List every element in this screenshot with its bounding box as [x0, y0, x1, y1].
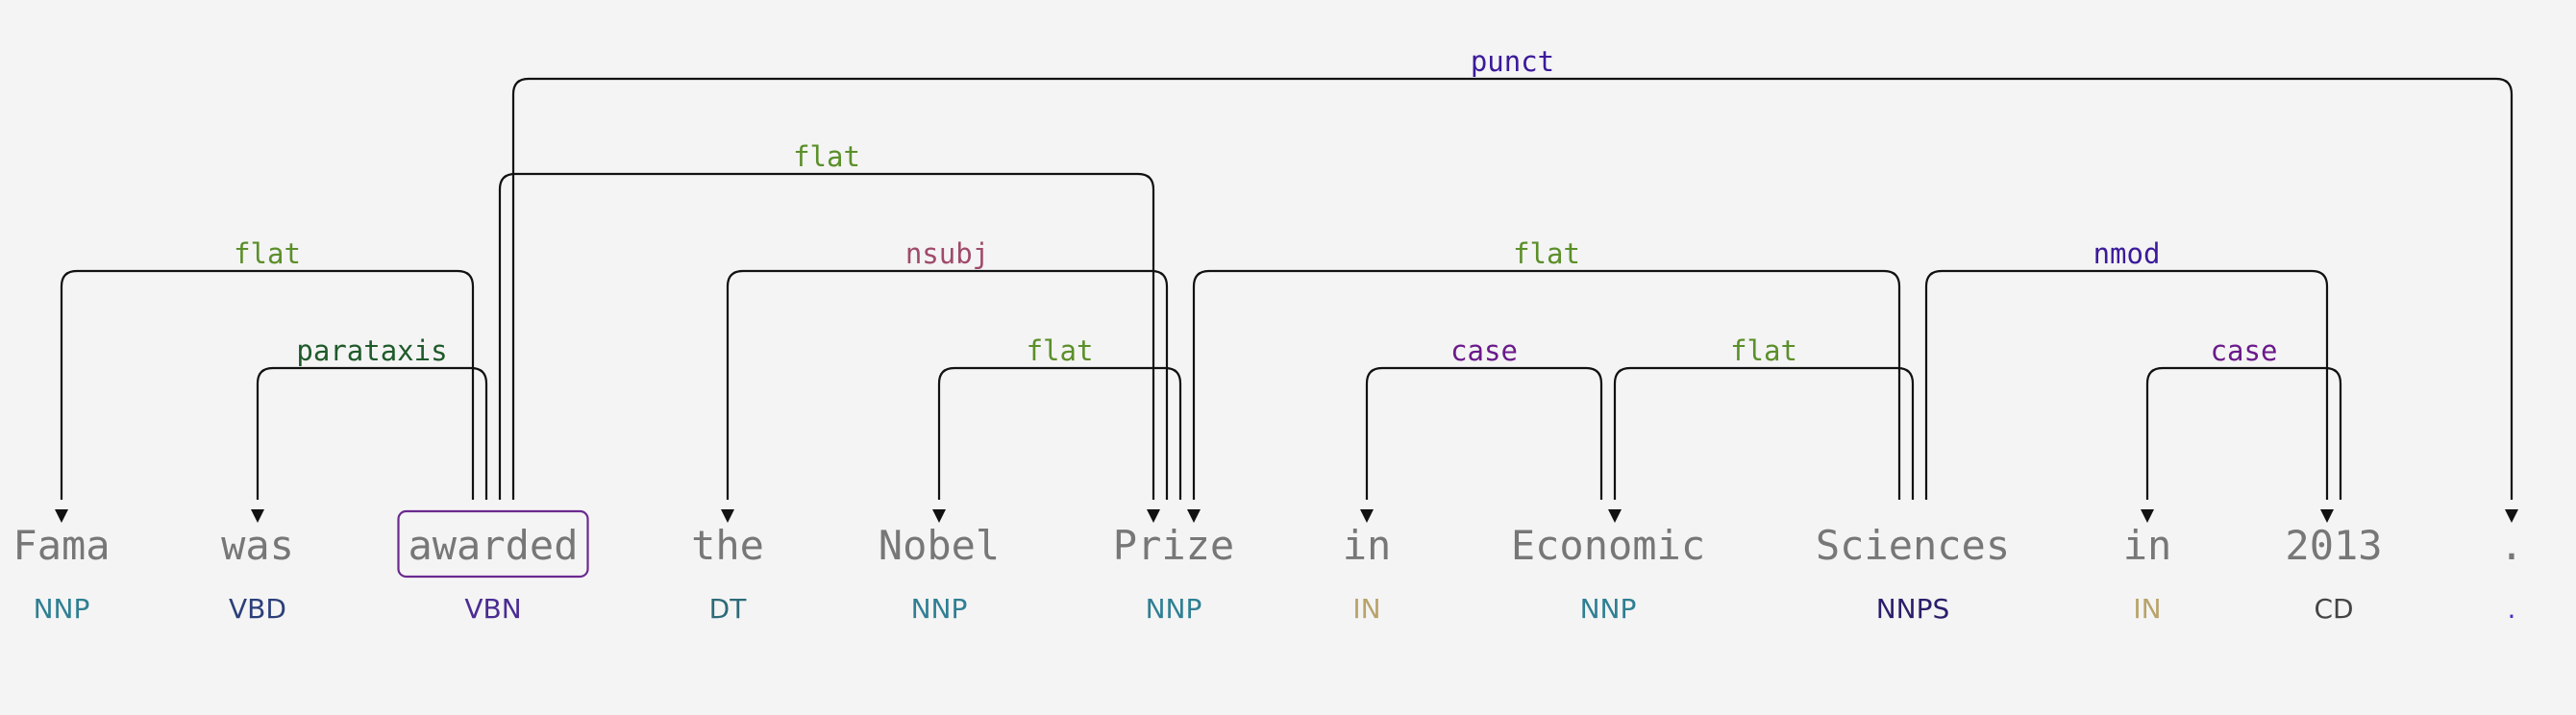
- pos-tag: VBD: [229, 593, 286, 625]
- arrowhead-icon: [1187, 509, 1201, 523]
- token-11: ..: [2499, 522, 2523, 625]
- token-word: Nobel: [879, 522, 1000, 569]
- pos-tag: NNP: [1580, 593, 1637, 625]
- arrowhead-icon: [251, 509, 264, 523]
- arc-nmod: nmod: [1924, 237, 2334, 523]
- arc-nsubj: nsubj: [721, 237, 1169, 523]
- token-word: Prize: [1113, 522, 1234, 569]
- arrowhead-icon: [1608, 509, 1622, 523]
- arrowhead-icon: [2320, 509, 2334, 523]
- arc-parataxis: parataxis: [251, 334, 488, 523]
- arc-flat: flat: [498, 140, 1160, 523]
- arrowhead-icon: [55, 509, 68, 523]
- arc-label: punct: [1471, 45, 1554, 78]
- arc-line: [2145, 366, 2342, 500]
- token-word: 2013: [2285, 522, 2382, 569]
- arc-label: nmod: [2093, 237, 2161, 270]
- arc-case: case: [2141, 334, 2342, 523]
- arc-label: case: [2211, 334, 2278, 367]
- pos-tag: .: [2508, 593, 2516, 625]
- token-word: Fama: [12, 522, 110, 569]
- token-word: was: [221, 522, 294, 569]
- arc-label: flat: [234, 237, 301, 270]
- arc-flat: flat: [1608, 334, 1915, 523]
- arc-line: [1924, 269, 2329, 500]
- arrowhead-icon: [1360, 509, 1374, 523]
- token-word: in: [2123, 522, 2172, 569]
- arc-label: flat: [1513, 237, 1580, 270]
- root-token-highlight: [397, 509, 589, 579]
- arc-line: [937, 366, 1182, 500]
- arc-line: [1613, 366, 1915, 500]
- arc-flat: flat: [1187, 237, 1901, 523]
- arc-flat: flat: [55, 237, 475, 523]
- pos-tag: NNPS: [1876, 593, 1950, 625]
- arc-label: flat: [793, 140, 860, 173]
- arc-label: flat: [1730, 334, 1797, 367]
- arrowhead-icon: [2141, 509, 2154, 523]
- arc-line: [498, 172, 1155, 500]
- arc-label: case: [1450, 334, 1518, 367]
- token-word: Sciences: [1816, 522, 2010, 569]
- arc-case: case: [1360, 334, 1603, 523]
- token-word: in: [1343, 522, 1392, 569]
- token-word: Economic: [1511, 522, 1705, 569]
- arc-line: [1192, 269, 1901, 500]
- arc-label: nsubj: [905, 237, 989, 270]
- pos-tag: VBN: [464, 593, 521, 625]
- arrowhead-icon: [1147, 509, 1160, 523]
- arc-line: [726, 269, 1169, 500]
- arrowhead-icon: [932, 509, 946, 523]
- arc-flat: flat: [932, 334, 1182, 523]
- token-word: awarded: [408, 522, 578, 569]
- arrowhead-icon: [2505, 509, 2518, 523]
- pos-tag: DT: [709, 593, 748, 625]
- pos-tag: IN: [1352, 593, 1380, 625]
- arc-line: [1365, 366, 1603, 500]
- arcs-layer: punct flat flat nsubj flat nmod parataxis flat c…: [55, 45, 2518, 523]
- token-word: the: [691, 522, 764, 569]
- arc-label: flat: [1027, 334, 1094, 367]
- pos-tag: NNP: [1146, 593, 1202, 625]
- arc-line: [511, 77, 2514, 500]
- arc-label: parataxis: [296, 334, 447, 367]
- tokens-layer: FamaNNPwasVBDawardedVBNtheDTNobelNNPPriz…: [12, 509, 2524, 625]
- pos-tag: NNP: [34, 593, 90, 625]
- pos-tag: IN: [2133, 593, 2161, 625]
- arc-line: [256, 366, 488, 500]
- arc-punct: punct: [511, 45, 2518, 523]
- arrowhead-icon: [721, 509, 734, 523]
- pos-tag: NNP: [911, 593, 968, 625]
- pos-tag: CD: [2314, 593, 2353, 625]
- token-word: .: [2499, 522, 2523, 569]
- arc-line: [60, 269, 475, 500]
